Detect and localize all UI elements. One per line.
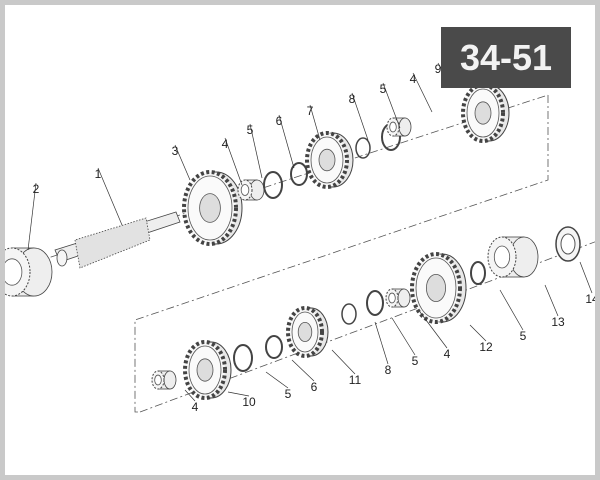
thrust-washer-5e	[470, 261, 486, 285]
exploded-parts-diagram: 2134567854941056118541251314	[5, 62, 595, 414]
upper-callout-label: 4	[222, 137, 229, 151]
lower-callout-label: 10	[242, 395, 256, 409]
lower-callout-label: 4	[192, 400, 199, 414]
bearing-bore	[388, 292, 396, 304]
lower-callout-label: 8	[385, 363, 392, 377]
upper-leader-line	[224, 137, 243, 186]
upper-callout-label: 4	[410, 72, 417, 86]
gear-hub	[297, 321, 313, 342]
seal-inner	[560, 233, 576, 255]
centerline-connector	[134, 95, 549, 413]
upper-leader-line	[278, 114, 295, 169]
upper-leader-line	[351, 92, 369, 141]
shaft-end	[56, 249, 68, 267]
bearing-bore	[154, 374, 162, 386]
lower-callout-label: 4	[444, 347, 451, 361]
snap-ring-6b	[265, 335, 283, 359]
circlip-8b	[341, 303, 357, 325]
lower-leader-line	[374, 321, 389, 365]
circlip-8	[355, 137, 371, 159]
bearing-end	[397, 288, 411, 308]
page-number-badge: 34-51	[441, 27, 571, 88]
centerline-upper	[5, 94, 549, 273]
upper-callout-label: 2	[33, 182, 40, 196]
upper-callout-label: 7	[307, 104, 314, 118]
gear-hub	[425, 273, 446, 302]
upper-leader-line	[412, 72, 433, 113]
bearing-bore	[389, 121, 397, 133]
lower-callout-label: 13	[551, 315, 565, 329]
gear-10	[183, 340, 232, 400]
lower-leader-line	[469, 324, 487, 342]
lower-leader-line	[184, 389, 196, 402]
upper-leader-line	[249, 123, 263, 179]
thrust-washer-5d	[366, 290, 384, 316]
lower-callout-label: 14	[585, 292, 595, 306]
bearing-end	[163, 370, 177, 390]
lower-callout-label: 12	[479, 340, 493, 354]
lower-leader-line	[391, 317, 416, 356]
upper-callout-label: 6	[276, 114, 283, 128]
upper-leader-line	[97, 167, 123, 226]
lower-leader-line	[227, 391, 250, 397]
lower-callout-label: 6	[311, 380, 318, 394]
needle-bearing-4b	[386, 117, 412, 137]
bearing-bore	[5, 258, 23, 286]
lower-leader-line	[291, 359, 315, 382]
upper-callout-label: 5	[380, 82, 387, 96]
lower-callout-label: 5	[285, 387, 292, 401]
snap-ring-6	[290, 162, 308, 186]
shaft-splines	[74, 217, 151, 269]
upper-callout-label: 8	[349, 92, 356, 106]
upper-leader-line	[27, 182, 37, 251]
lower-callout-label: 11	[349, 373, 362, 387]
lower-leader-line	[579, 261, 593, 294]
lower-leader-line	[265, 371, 289, 389]
ball-bearing-13	[487, 236, 539, 278]
gear-3	[182, 170, 243, 246]
needle-bearing-4d	[385, 288, 411, 308]
needle-bearing-4	[237, 179, 265, 201]
upper-leader-line	[309, 104, 321, 141]
sliding-gear-11	[286, 306, 329, 358]
thrust-washer-5c	[233, 344, 253, 372]
gear-hub	[318, 148, 336, 172]
lower-callout-label: 5	[412, 354, 419, 368]
gear-9	[461, 83, 510, 143]
main-shaft	[54, 211, 181, 269]
upper-callout-label: 3	[172, 144, 179, 158]
upper-callout-label: 5	[247, 123, 254, 137]
lower-leader-line	[331, 349, 356, 375]
lower-leader-line	[544, 284, 559, 317]
thrust-washer-5	[263, 171, 283, 199]
oil-seal-14	[555, 226, 581, 262]
upper-leader-line	[382, 82, 401, 129]
bearing-end	[398, 117, 412, 137]
ball-bearing-2	[5, 247, 53, 297]
upper-leader-line	[174, 144, 191, 181]
gear-hub	[196, 358, 214, 382]
sliding-gear-7	[305, 131, 354, 189]
gear-hub	[199, 193, 221, 223]
gear-hub	[474, 101, 492, 125]
gear-12	[410, 252, 467, 324]
upper-callout-label: 1	[95, 167, 102, 181]
bearing-bore	[240, 184, 250, 196]
upper-callout-label: 9	[435, 62, 442, 76]
lower-leader-line	[419, 311, 448, 349]
lower-leader-line	[499, 289, 524, 331]
bearing-bore	[493, 245, 511, 269]
needle-bearing-4c	[151, 370, 177, 390]
lower-callout-label: 5	[520, 329, 527, 343]
